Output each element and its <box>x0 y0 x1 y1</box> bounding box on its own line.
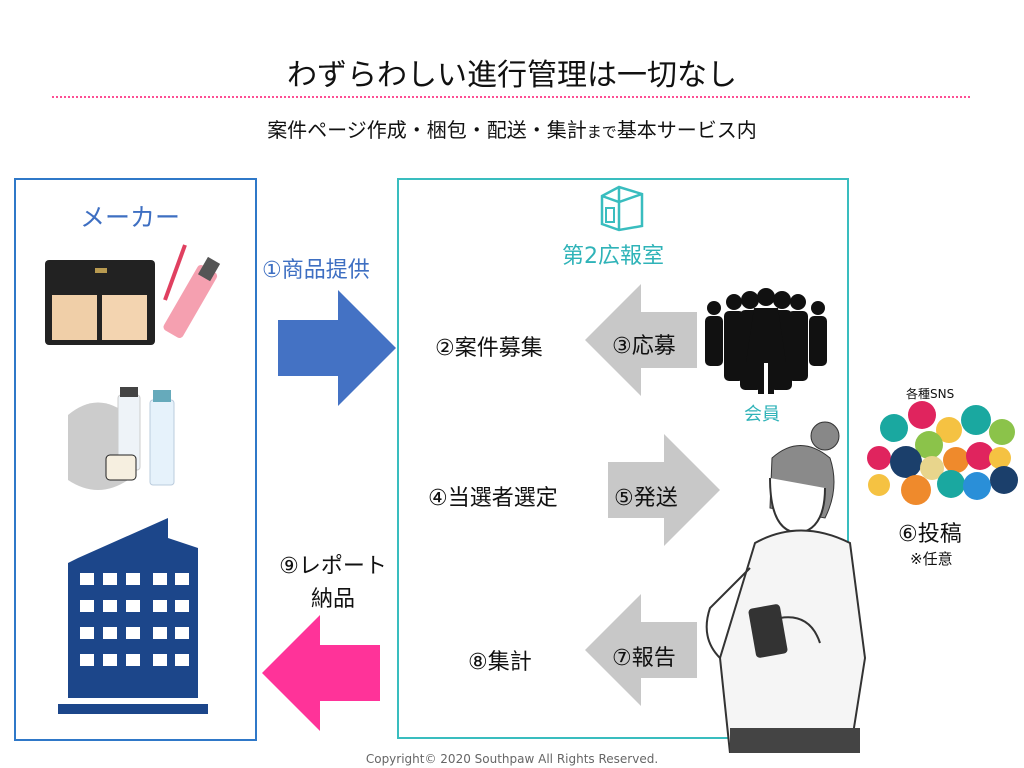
step2-label: ②案件募集 <box>435 336 543 361</box>
agency-box <box>397 178 849 739</box>
digg-icon <box>868 474 890 496</box>
members-label: 会員 <box>744 404 780 425</box>
maker-label: メーカー <box>80 203 181 232</box>
youtube-icon <box>966 442 994 470</box>
copyright: Copyright© 2020 Southpaw All Rights Rese… <box>365 752 659 766</box>
title-divider <box>52 96 970 98</box>
step9-line2: 納品 <box>310 587 355 612</box>
members-icon <box>705 288 827 394</box>
blogger-icon <box>989 447 1011 469</box>
sns-icons-cluster <box>867 401 1018 505</box>
building-icon <box>58 518 218 714</box>
cosmetics-image <box>45 244 221 345</box>
delicious-icon <box>867 446 891 470</box>
step1-label: ①商品提供 <box>262 258 370 283</box>
step4-label: ④当選者選定 <box>428 486 558 511</box>
facebook-icon <box>880 414 908 442</box>
skincare-image <box>68 387 175 490</box>
step9-line1: ⑨レポート <box>279 554 387 579</box>
other-sns-icon <box>990 466 1018 494</box>
woman-with-phone-illustration <box>705 421 867 753</box>
house-icon <box>600 185 644 232</box>
subtitle-rest: 基本サービス内 <box>616 118 757 142</box>
subtitle-main: 案件ページ作成・梱包・配送・集計 <box>267 118 587 142</box>
subtitle: 案件ページ作成・梱包・配送・集計まで基本サービス内 <box>0 114 1024 143</box>
arrow-left-gray-icon <box>585 284 697 396</box>
arrow-left-pink-icon <box>262 615 380 731</box>
step6-label: ⑥投稿 <box>898 522 962 547</box>
reddit-icon <box>901 475 931 505</box>
tumblr-icon <box>943 447 969 473</box>
yahoo-icon <box>890 446 922 478</box>
chat-icon <box>920 456 944 480</box>
step6-note: ※任意 <box>910 550 953 568</box>
arrow-right-blue-icon <box>278 290 396 406</box>
maker-box <box>14 178 257 741</box>
rss-icon <box>936 417 962 443</box>
google-plus-icon <box>908 401 936 429</box>
step3-label: ③応募 <box>612 334 676 359</box>
pinterest-icon <box>989 419 1015 445</box>
instagram-icon <box>937 470 965 498</box>
step7-label: ⑦報告 <box>612 646 676 671</box>
arrow-left-gray-icon <box>585 594 697 706</box>
page-title: わずらわしい進行管理は一切なし <box>287 58 737 93</box>
vine-icon <box>915 431 943 459</box>
arrow-right-gray-icon <box>608 434 720 546</box>
agency-label: 第2広報室 <box>562 244 664 269</box>
skype-icon <box>961 405 991 435</box>
step9-label: ⑨レポート納品 <box>268 550 398 616</box>
subtitle-small: まで <box>586 123 617 141</box>
step8-label: ⑧集計 <box>468 650 532 675</box>
sns-label: 各種SNS <box>906 387 955 401</box>
twitter-icon <box>963 472 991 500</box>
step5-label: ⑤発送 <box>614 486 678 511</box>
